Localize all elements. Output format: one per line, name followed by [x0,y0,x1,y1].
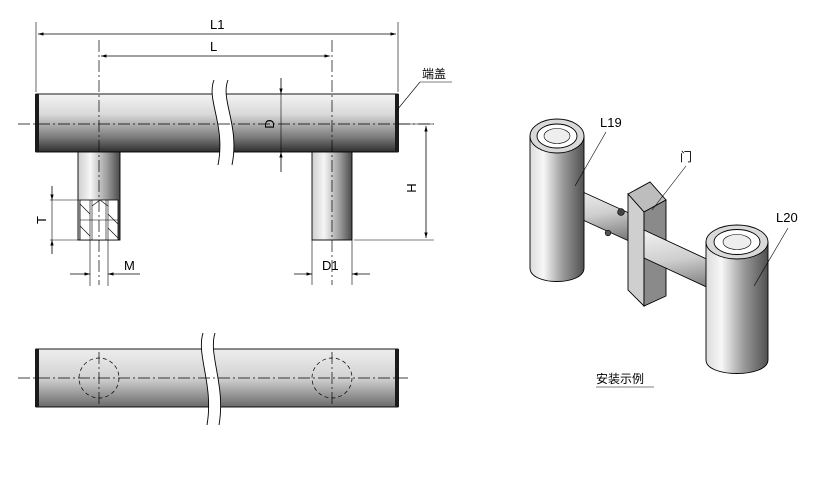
break-symbol [212,80,234,165]
caption: 安装示例 [596,371,644,386]
label-door: 门 [680,149,692,164]
dim-M: M [124,258,135,273]
dim-L: L [210,39,217,54]
cylinder-L20 [705,241,769,374]
left-end-cap [35,94,39,152]
dim-D1: D1 [322,258,339,273]
label-L20: L20 [776,210,798,225]
installation-example: L19 门 L20 安装示例 [529,115,798,388]
dim-D: D [262,119,277,128]
dim-T: T [34,216,49,224]
front-view: L1 L D H T M D1 端盖 [18,17,452,286]
label-L19: L19 [600,115,622,130]
label-end-cap: 端盖 [422,67,446,81]
dim-L1: L1 [210,17,224,32]
cylinder-L19 [529,135,585,282]
right-end-cap [395,94,399,152]
top-view [18,332,408,426]
dim-H: H [404,183,419,192]
